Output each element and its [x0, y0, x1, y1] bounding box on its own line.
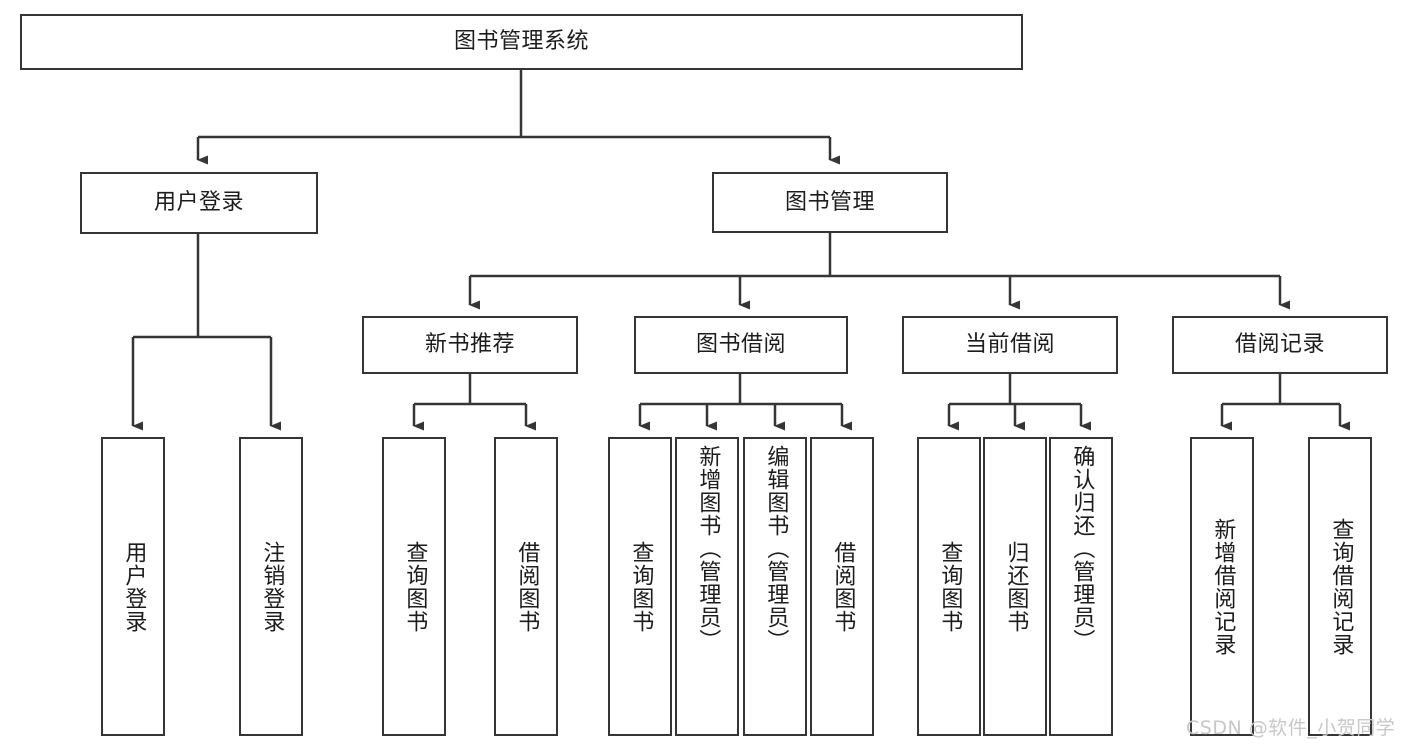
- node-borrow-record[interactable]: 借阅记录: [1172, 316, 1388, 374]
- leaf-book-borrow-query[interactable]: 查询图书: [608, 437, 672, 736]
- node-label: 用户登录: [121, 540, 147, 633]
- node-label: 新书推荐: [424, 332, 515, 358]
- node-label: 用户登录: [153, 190, 244, 216]
- node-label: 图书管理系统: [453, 29, 589, 55]
- node-label: 确认归还（管理员）: [1069, 445, 1095, 652]
- node-label: 新增借阅记录: [1210, 517, 1236, 656]
- leaf-new-book-borrow[interactable]: 借阅图书: [494, 437, 558, 736]
- leaf-user-login-login[interactable]: 用户登录: [101, 437, 165, 736]
- node-label: 当前借阅: [964, 332, 1055, 358]
- node-label: 借阅记录: [1234, 332, 1325, 358]
- node-label: 图书借阅: [695, 332, 786, 358]
- leaf-borrow-record-query[interactable]: 查询借阅记录: [1308, 437, 1372, 736]
- leaf-current-borrow-confirm-return[interactable]: 确认归还（管理员）: [1049, 437, 1113, 736]
- node-label: 注销登录: [259, 540, 285, 633]
- node-new-book-recommend[interactable]: 新书推荐: [362, 316, 578, 374]
- watermark: CSDN @软件_小贺同学: [1186, 717, 1396, 739]
- node-user-login[interactable]: 用户登录: [80, 172, 318, 234]
- node-current-borrow[interactable]: 当前借阅: [902, 316, 1118, 374]
- node-label: 查询图书: [937, 540, 963, 633]
- leaf-user-login-logout[interactable]: 注销登录: [239, 437, 303, 736]
- leaf-book-borrow-borrow[interactable]: 借阅图书: [810, 437, 874, 736]
- leaf-book-borrow-add[interactable]: 新增图书（管理员）: [675, 437, 739, 736]
- leaf-current-borrow-query[interactable]: 查询图书: [917, 437, 981, 736]
- node-label: 新增图书（管理员）: [695, 445, 721, 652]
- node-label: 查询图书: [402, 540, 428, 633]
- leaf-new-book-query[interactable]: 查询图书: [382, 437, 446, 736]
- node-label: 编辑图书（管理员）: [763, 445, 789, 652]
- node-label: 归还图书: [1003, 540, 1029, 633]
- node-book-borrow[interactable]: 图书借阅: [634, 316, 848, 374]
- node-label: 借阅图书: [514, 540, 540, 633]
- node-label: 查询借阅记录: [1328, 517, 1354, 656]
- node-label: 图书管理: [784, 189, 875, 215]
- node-label: 借阅图书: [830, 540, 856, 633]
- node-book-management[interactable]: 图书管理: [712, 172, 948, 233]
- node-label: 查询图书: [628, 540, 654, 633]
- leaf-book-borrow-edit[interactable]: 编辑图书（管理员）: [743, 437, 807, 736]
- node-root-system[interactable]: 图书管理系统: [20, 14, 1023, 70]
- leaf-current-borrow-return[interactable]: 归还图书: [983, 437, 1047, 736]
- leaf-borrow-record-add[interactable]: 新增借阅记录: [1190, 437, 1254, 736]
